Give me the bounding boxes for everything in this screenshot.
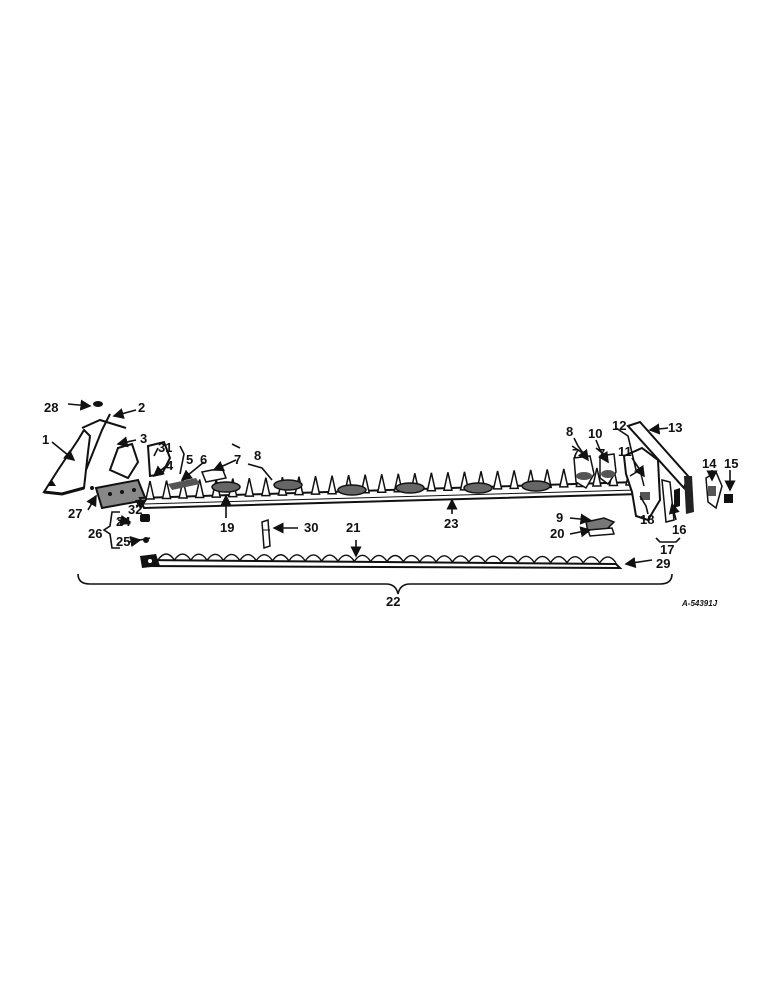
- callout-labels: 28 2 1 3 31 5 4 6 7 8 27 32 24 26 25 19 …: [42, 400, 738, 609]
- callout-14: 14: [702, 456, 717, 471]
- divider-shoe-part: [42, 428, 92, 496]
- callout-16: 16: [672, 522, 686, 537]
- leader-lines: [51, 399, 736, 595]
- callout-6: 6: [200, 452, 207, 467]
- callout-4: 4: [166, 458, 174, 473]
- callout-17: 17: [660, 542, 674, 557]
- callout-8-left: 8: [254, 448, 261, 463]
- callout-24: 24: [116, 514, 131, 529]
- guard-tooth: [509, 470, 520, 490]
- drawing-reference: A-54391J: [681, 599, 718, 608]
- sickle-part: [140, 553, 623, 570]
- callout-15: 15: [724, 456, 738, 471]
- callout-32: 32: [128, 502, 142, 517]
- callout-3: 3: [140, 431, 147, 446]
- guard-tooth: [558, 468, 569, 488]
- callout-7-left: 7: [234, 452, 241, 467]
- callout-18: 18: [640, 512, 654, 527]
- guard-tooth: [492, 470, 503, 490]
- callout-1: 1: [42, 432, 49, 447]
- guard-tooth: [376, 474, 387, 493]
- callout-7-right: 7: [598, 446, 605, 461]
- guard-tooth: [426, 472, 437, 492]
- callout-23: 23: [444, 516, 458, 531]
- guard-tooth: [194, 479, 205, 499]
- knife-head-small-part: [261, 518, 271, 550]
- callout-25: 25: [116, 534, 130, 549]
- guard-tooth: [442, 472, 453, 492]
- hold-down-clips-part: [211, 479, 551, 496]
- guard-tooth: [178, 479, 189, 499]
- callout-22: 22: [386, 594, 400, 609]
- callout-19: 19: [220, 520, 234, 535]
- callout-12: 12: [612, 418, 626, 433]
- callout-8-right: 8: [566, 424, 573, 439]
- callout-29: 29: [656, 556, 670, 571]
- callout-11: 11: [618, 444, 632, 459]
- callout-28: 28: [44, 400, 58, 415]
- guard-tooth: [591, 467, 602, 487]
- callout-2: 2: [138, 400, 145, 415]
- guard-tooth: [161, 480, 172, 500]
- guard-tooth: [145, 480, 155, 500]
- callout-5: 5: [186, 452, 193, 467]
- callout-20: 20: [550, 526, 564, 541]
- callout-26: 26: [88, 526, 102, 541]
- small-hardware-part: [90, 486, 151, 543]
- divider-rod-part: [81, 401, 127, 471]
- callout-27: 27: [68, 506, 82, 521]
- callout-9: 9: [556, 510, 563, 525]
- guard-tooth: [260, 477, 271, 497]
- grass-board-part: [705, 470, 733, 510]
- callout-13: 13: [668, 420, 682, 435]
- callout-31: 31: [158, 440, 172, 455]
- callout-10: 10: [588, 426, 602, 441]
- callout-7-mid: 7: [572, 446, 579, 461]
- callout-30: 30: [304, 520, 318, 535]
- callout-21: 21: [346, 520, 360, 535]
- guard-tooth: [244, 477, 255, 497]
- guard-tooth: [310, 476, 321, 495]
- knife-clip-part: [585, 517, 616, 537]
- guard-tooth: [327, 475, 338, 495]
- outer-shoe-part: [622, 446, 662, 522]
